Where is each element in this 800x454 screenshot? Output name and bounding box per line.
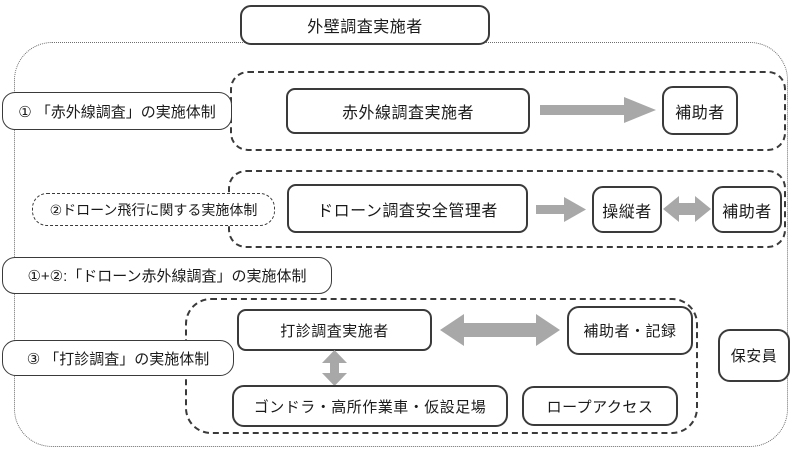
drone-flight-structure-label: ②ドローン飛行に関する実施体制 — [32, 193, 275, 226]
drone-infrared-structure-label: ①+②:「ドローン赤外線調査」の実施体制 — [2, 257, 332, 294]
drone-assistant-box: 補助者 — [712, 186, 782, 233]
hammering-surveyor-box: 打診調査実施者 — [237, 309, 432, 351]
wall-survey-implementer-box: 外壁調査実施者 — [240, 5, 490, 45]
arrow-left-right-icon — [663, 196, 711, 222]
arrow-right-icon — [540, 97, 656, 123]
drone-operator-box: 操縦者 — [592, 186, 662, 233]
infrared-survey-structure-label: ① 「赤外線調査」の実施体制 — [2, 92, 232, 130]
arrow-right-icon — [536, 197, 586, 222]
infrared-surveyor-box: 赤外線調査実施者 — [286, 88, 530, 134]
arrow-up-down-icon — [322, 350, 347, 386]
gondola-lift-scaffold-box: ゴンドラ・高所作業車・仮設足場 — [232, 385, 508, 427]
rope-access-box: ロープアクセス — [522, 386, 678, 426]
hammering-survey-structure-label: ③ 「打診調査」の実施体制 — [2, 340, 234, 376]
arrow-left-right-icon — [440, 314, 560, 346]
assistant-recorder-box: 補助者・記録 — [567, 306, 693, 355]
drone-safety-manager-box: ドローン調査安全管理者 — [287, 184, 528, 233]
infrared-assistant-box: 補助者 — [662, 86, 738, 135]
security-guard-box: 保安員 — [718, 329, 790, 382]
